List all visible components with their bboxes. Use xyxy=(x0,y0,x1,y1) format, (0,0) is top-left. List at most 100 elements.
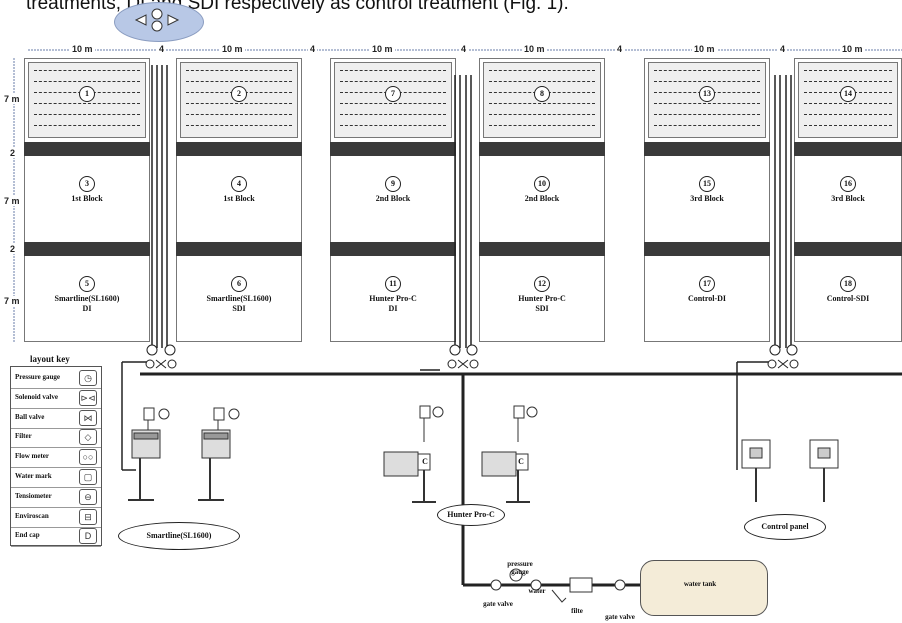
end-cap-icon: D xyxy=(79,528,97,545)
tensiometer-icon: ⊖ xyxy=(79,488,97,505)
enviroscan-icon: ⊟ xyxy=(79,508,97,525)
treatment-sublabel: SDI xyxy=(535,304,549,313)
dim-gap-4: 4 xyxy=(615,44,625,54)
buffer-strip xyxy=(794,242,902,256)
drip-line xyxy=(340,81,446,82)
drip-line xyxy=(186,125,292,126)
layout-key-title: layout key xyxy=(30,354,70,364)
block-label: 3rd Block xyxy=(690,194,724,203)
buffer-strip xyxy=(176,142,302,156)
water-mark-icon: ▢ xyxy=(79,469,97,485)
layout-key-row: Pressure gauge ◷ xyxy=(11,367,101,389)
water-tank xyxy=(640,560,768,616)
drip-line xyxy=(489,125,595,126)
buffer-strip xyxy=(479,242,605,256)
block-number: 10 xyxy=(534,176,550,192)
buffer-strip xyxy=(176,242,302,256)
layout-key-label: Solenoid valve xyxy=(15,392,58,401)
drip-line xyxy=(186,70,292,71)
drip-line xyxy=(34,81,140,82)
dim-10m-4: 10 m xyxy=(522,44,547,54)
layout-key-label: End cap xyxy=(15,531,40,540)
dim-gap-3: 4 xyxy=(459,44,469,54)
drip-line xyxy=(804,103,892,104)
hunter-controller-tag-2: C xyxy=(518,457,524,466)
drip-line xyxy=(489,114,595,115)
block-label: 1st Block xyxy=(223,194,255,203)
drip-line xyxy=(654,114,760,115)
drip-line xyxy=(34,70,140,71)
control-panel-stations xyxy=(741,439,839,502)
layout-key: Pressure gauge◷Solenoid valve⊳⊲Ball valv… xyxy=(10,366,102,548)
layout-key-row: Flow meter○○ xyxy=(11,446,101,469)
plot-number: 1 xyxy=(79,86,95,102)
top-dimension-line xyxy=(28,49,902,51)
layout-key-label: Filter xyxy=(15,432,32,441)
buffer-strip xyxy=(24,142,150,156)
buffer-strip xyxy=(644,242,770,256)
drip-line xyxy=(654,81,760,82)
treatment-label: Smartline(SL1600) xyxy=(206,294,272,303)
dim-gap-5: 4 xyxy=(778,44,788,54)
drip-line xyxy=(186,114,292,115)
drip-line xyxy=(654,125,760,126)
buffer-strip xyxy=(330,142,456,156)
drip-line xyxy=(804,125,892,126)
dim-row-3: 7 m xyxy=(4,296,20,306)
pressure-gauge-icon: ◷ xyxy=(79,370,97,386)
hunter-oval: Hunter Pro-C xyxy=(437,504,505,526)
layout-key-row: Filter ◇ xyxy=(11,426,101,449)
filter-icon: ◇ xyxy=(79,429,97,446)
dim-buffer-1: 2 xyxy=(10,148,16,158)
gate-valve-label-1: gate valve xyxy=(483,600,513,608)
plot-number: 7 xyxy=(385,86,401,102)
filter-label: filte xyxy=(571,607,583,615)
drip-line xyxy=(340,103,446,104)
dim-10m-2: 10 m xyxy=(220,44,245,54)
smartline-oval: Smartline(SL1600) xyxy=(118,522,240,550)
layout-key-row: Tensiometer ⊖ xyxy=(11,486,101,508)
drip-line xyxy=(804,81,892,82)
valve-bubble-icon xyxy=(134,8,180,32)
drip-line xyxy=(340,70,446,71)
plot-number: 2 xyxy=(231,86,247,102)
drip-line xyxy=(34,103,140,104)
block-number: 3 xyxy=(79,176,95,192)
plot-number: 13 xyxy=(699,86,715,102)
dim-10m-1: 10 m xyxy=(70,44,95,54)
block-number: 4 xyxy=(231,176,247,192)
drip-line xyxy=(654,103,760,104)
solenoid-valve-icon: ⊳⊲ xyxy=(79,389,97,406)
treatment-number: 12 xyxy=(534,276,550,292)
drip-line xyxy=(489,70,595,71)
drip-line xyxy=(654,70,760,71)
dim-gap-1: 4 xyxy=(157,44,167,54)
water-tank-label: water tank xyxy=(683,580,717,588)
layout-key-label: Enviroscan xyxy=(15,511,49,520)
treatment-label: Control-DI xyxy=(687,294,727,303)
dim-10m-6: 10 m xyxy=(840,44,865,54)
treatment-label: Smartline(SL1600) xyxy=(54,294,120,303)
flow-meter-icon: ○○ xyxy=(79,449,97,466)
block-number: 15 xyxy=(699,176,715,192)
layout-key-row: Water mark▢ xyxy=(11,466,101,488)
treatment-sublabel: DI xyxy=(82,304,92,313)
block-number: 9 xyxy=(385,176,401,192)
treatment-label: Hunter Pro-C xyxy=(369,294,417,303)
dim-buffer-2: 2 xyxy=(10,244,16,254)
buffer-strip xyxy=(330,242,456,256)
drip-line xyxy=(340,125,446,126)
buffer-strip xyxy=(794,142,902,156)
dim-10m-5: 10 m xyxy=(692,44,717,54)
drip-line xyxy=(34,125,140,126)
block-label: 3rd Block xyxy=(831,194,865,203)
buffer-strip xyxy=(644,142,770,156)
buffer-strip xyxy=(24,242,150,256)
layout-key-label: Pressure gauge xyxy=(15,373,61,381)
treatment-label: Hunter Pro-C xyxy=(518,294,566,303)
block-label: 2nd Block xyxy=(524,194,560,203)
treatment-number: 11 xyxy=(385,276,401,292)
treatment-sublabel: SDI xyxy=(232,304,246,313)
treatment-number: 18 xyxy=(840,276,856,292)
layout-key-label: Tensiometer xyxy=(15,491,52,500)
